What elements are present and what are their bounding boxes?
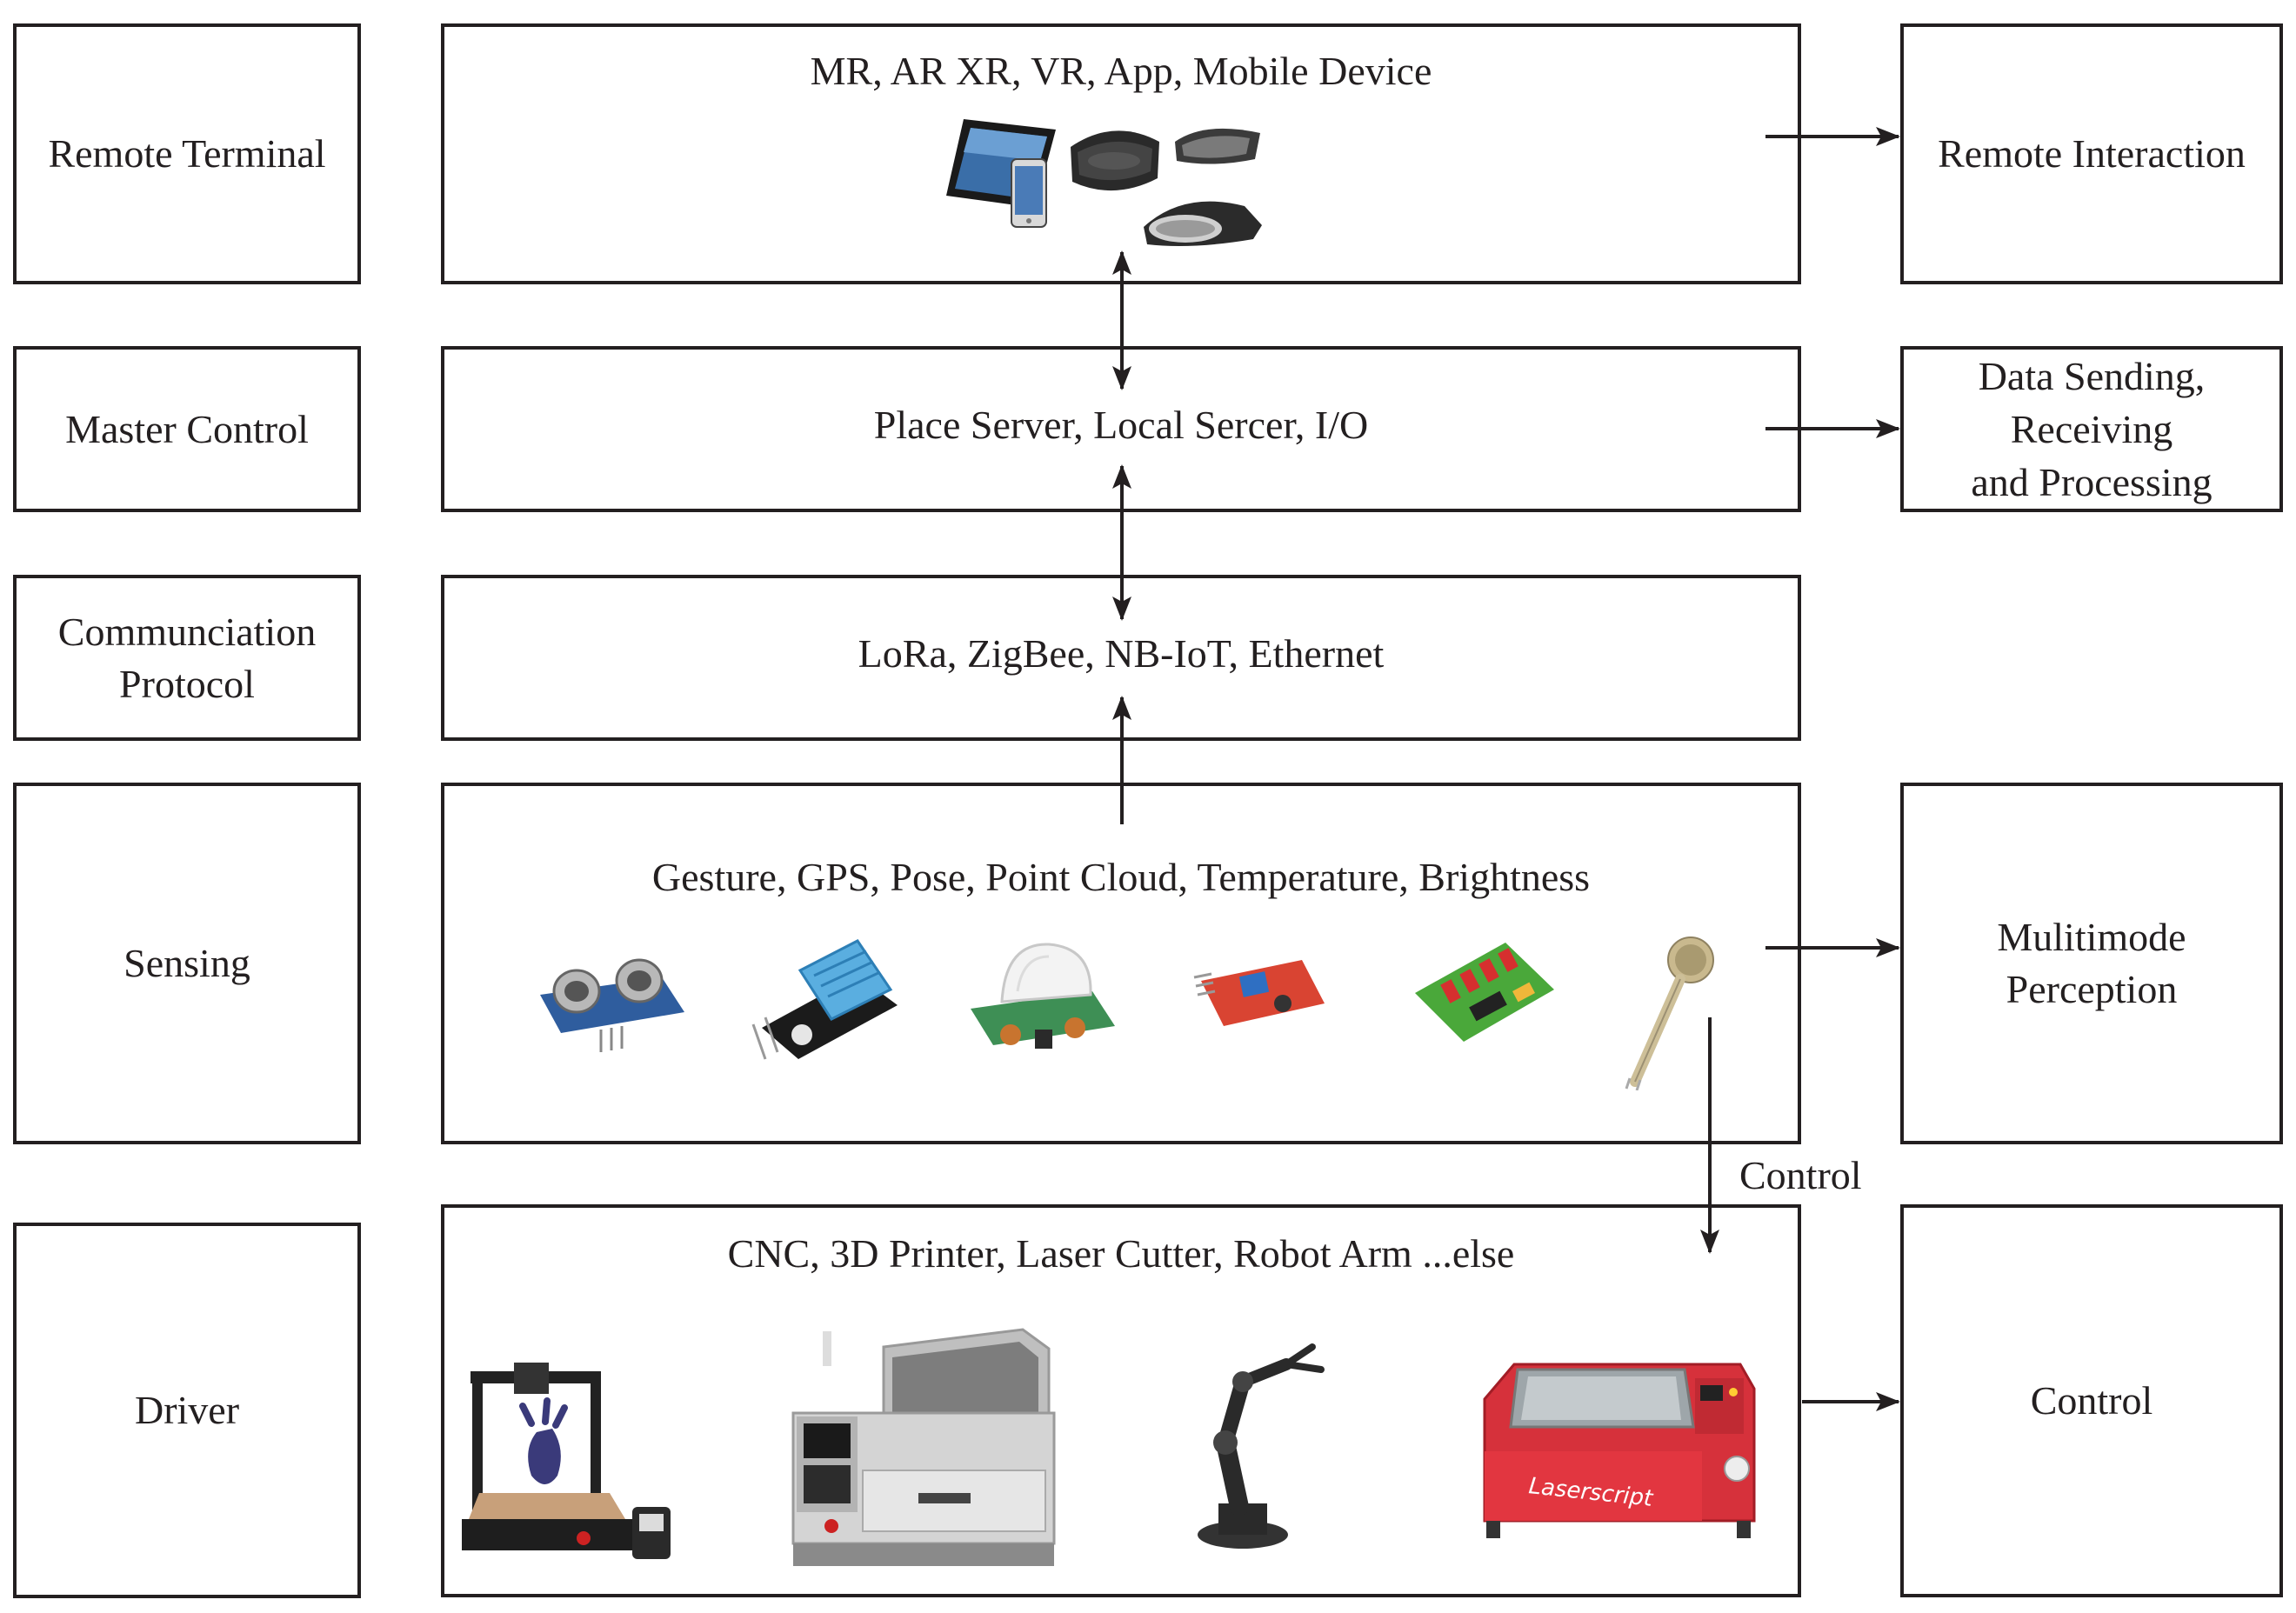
multimode-perception-label: Mulitimode Perception — [1997, 915, 2186, 1011]
sensors-caption: Gesture, GPS, Pose, Point Cloud, Tempera… — [651, 855, 1591, 899]
master-control-label: Master Control — [65, 406, 309, 451]
cnc-lathe-icon — [791, 1328, 1056, 1566]
multimode-perception-box: Mulitimode Perception — [1900, 783, 2283, 1144]
pir-motion-sensor-icon — [971, 943, 1115, 1049]
ar-glasses-icon — [1144, 201, 1262, 246]
control-box: Control — [1900, 1204, 2283, 1597]
remote-interaction-box: Remote Interaction — [1900, 23, 2283, 284]
force-sensor-icon — [1625, 936, 1714, 1090]
communication-protocol-box: Communciation Protocol — [13, 575, 361, 741]
sensing-label: Sensing — [123, 941, 250, 986]
3d-printer-icon — [462, 1363, 671, 1559]
protocols-caption: LoRa, ZigBee, NB-IoT, Ethernet — [858, 631, 1385, 676]
smartphone-icon — [1011, 158, 1047, 228]
sensors-box: Gesture, GPS, Pose, Point Cloud, Tempera… — [441, 783, 1801, 1144]
data-processing-label: Data Sending, Receiving and Processing — [1971, 353, 2213, 505]
laser-cutter-icon: Laserscript — [1483, 1363, 1756, 1538]
sensing-box: Sensing — [13, 783, 361, 1144]
control-label: Control — [2030, 1378, 2153, 1423]
machines-caption: CNC, 3D Printer, Laser Cutter, Robot Arm… — [727, 1231, 1515, 1276]
data-processing-box: Data Sending, Receiving and Processing — [1900, 346, 2283, 512]
machines-box: CNC, 3D Printer, Laser Cutter, Robot Arm… — [441, 1204, 1801, 1597]
vr-headset-icon — [1071, 130, 1159, 191]
robot-arm-icon — [1198, 1343, 1325, 1549]
control-arrow-label: Control — [1739, 1153, 1862, 1198]
temperature-humidity-sensor-icon — [751, 939, 898, 1060]
ultrasonic-sensor-icon — [540, 958, 684, 1052]
driver-box: Driver — [13, 1223, 361, 1598]
server-caption: Place Server, Local Sercer, I/O — [873, 403, 1369, 447]
controller-board-icon — [1415, 943, 1554, 1042]
remote-devices-box: MR, AR XR, VR, App, Mobile Device — [441, 23, 1801, 284]
potentiometer-module-icon — [1193, 960, 1325, 1026]
driver-label: Driver — [134, 1388, 240, 1433]
mr-headset-icon — [1175, 128, 1260, 164]
remote-terminal-box: Remote Terminal — [13, 23, 361, 284]
remote-interaction-label: Remote Interaction — [1938, 131, 2246, 177]
remote-terminal-label: Remote Terminal — [48, 131, 326, 177]
remote-devices-caption: MR, AR XR, VR, App, Mobile Device — [810, 49, 1432, 93]
master-control-box: Master Control — [13, 346, 361, 512]
communication-protocol-label: Communciation Protocol — [57, 609, 317, 706]
